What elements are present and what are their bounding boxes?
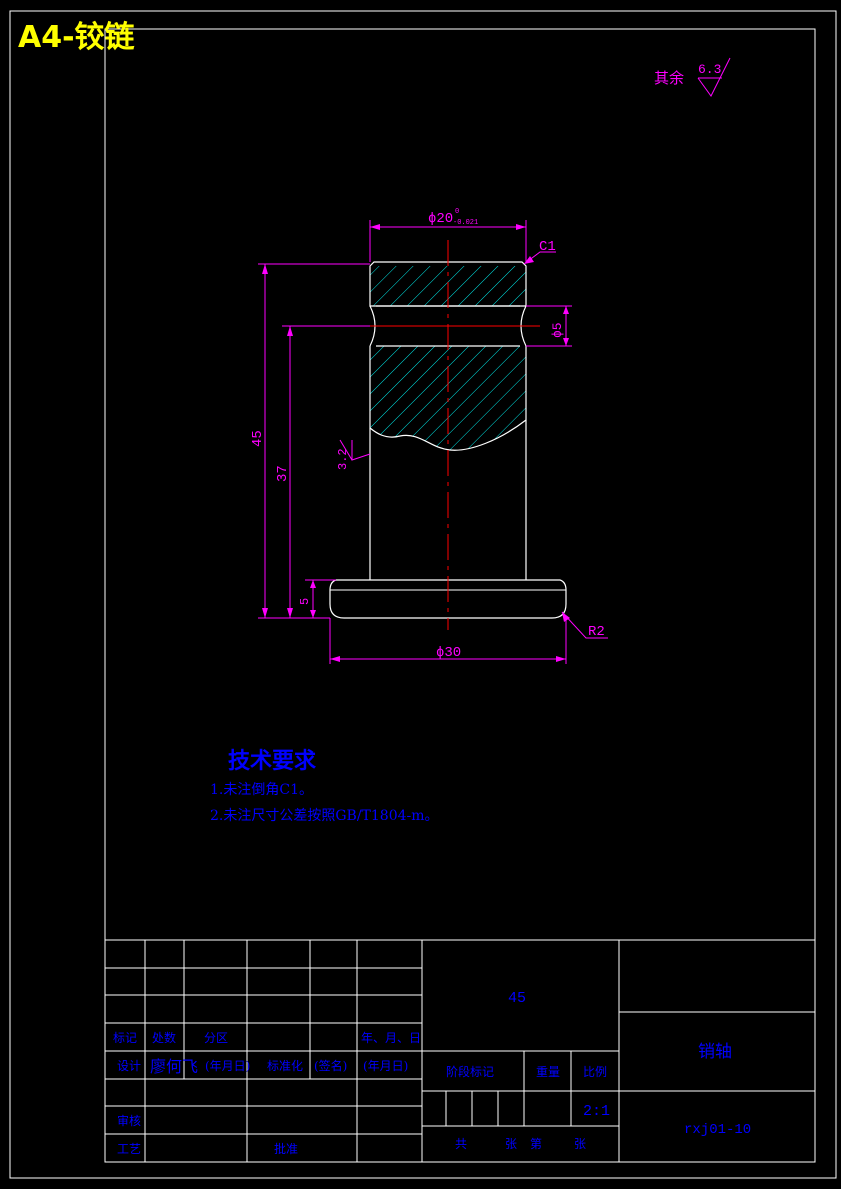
roughness-symbol-icon — [697, 57, 731, 97]
tb-process: 工艺 — [117, 1142, 141, 1156]
section-break-outline — [369, 346, 527, 451]
tb-sheet: 张 — [574, 1137, 586, 1151]
roughness-local-value: 3.2 — [336, 448, 350, 470]
tb-part-name: 销轴 — [698, 1042, 732, 1062]
tb-material: 45 — [508, 990, 526, 1007]
dim-hole-length: 37 — [275, 465, 291, 482]
tb-date2: (年月日) — [363, 1059, 408, 1073]
roughness-general-label: 其余 — [654, 69, 684, 87]
title-block-grid — [104, 939, 816, 1163]
tb-zone: 分区 — [204, 1031, 228, 1045]
tech-item-2: 2.未注尺寸公差按照GB/T1804-m。 — [210, 808, 439, 824]
arrowheads — [262, 224, 570, 662]
tb-stage-mark: 阶段标记 — [446, 1064, 494, 1079]
general-roughness: 其余 6.3 — [654, 57, 731, 97]
tb-date-ymd: 年、月、日 — [361, 1031, 421, 1045]
tech-item-1: 1.未注倒角C1。 — [210, 782, 313, 798]
dim-fillet: R2 — [588, 624, 605, 640]
title-block-text: 标记 处数 分区 年、月、日 设计 廖何飞 (年月日) 标准化 (签名) (年月… — [113, 1030, 607, 1156]
tb-signature: (签名) — [314, 1058, 347, 1073]
roughness-general-value: 6.3 — [698, 62, 721, 77]
tb-standardize: 标准化 — [267, 1059, 303, 1073]
tb-weight: 重量 — [536, 1065, 560, 1079]
tb-mark: 标记 — [113, 1031, 137, 1045]
tb-total: 共 — [455, 1137, 467, 1151]
tb-drawing-number: rxj01-10 — [684, 1122, 751, 1138]
dim-flange-height: 5 — [298, 598, 312, 605]
tb-review: 审核 — [117, 1113, 141, 1128]
dim-chamfer: C1 — [539, 239, 556, 255]
tb-date1: (年月日) — [205, 1059, 250, 1073]
sheet-title: A4-铰链 — [18, 20, 135, 55]
dim-total-length: 45 — [250, 430, 266, 447]
pin-part — [329, 240, 567, 630]
tb-ratio: 比例 — [583, 1065, 607, 1079]
flange-outline — [329, 579, 567, 619]
tech-heading: 技术要求 — [228, 748, 316, 774]
tb-sheets: 张 — [505, 1137, 517, 1151]
inner-frame — [104, 28, 816, 1163]
dim-top-diameter: ϕ20 — [428, 211, 453, 227]
dim-hole-diameter: ϕ5 — [550, 322, 565, 338]
tb-designer: 廖何飞 — [150, 1057, 198, 1076]
tb-scale: 2:1 — [583, 1103, 610, 1120]
tb-sheet-no: 第 — [530, 1137, 542, 1151]
tb-design: 设计 — [117, 1059, 141, 1073]
dim-flange-diameter: ϕ30 — [436, 645, 461, 661]
dim-top-tol-lower: -0.021 — [453, 219, 478, 227]
tb-count: 处数 — [152, 1030, 176, 1045]
outer-frame — [9, 10, 837, 1179]
tb-approve: 批准 — [274, 1141, 298, 1156]
dim-top-tol-upper: 0 — [455, 208, 459, 216]
